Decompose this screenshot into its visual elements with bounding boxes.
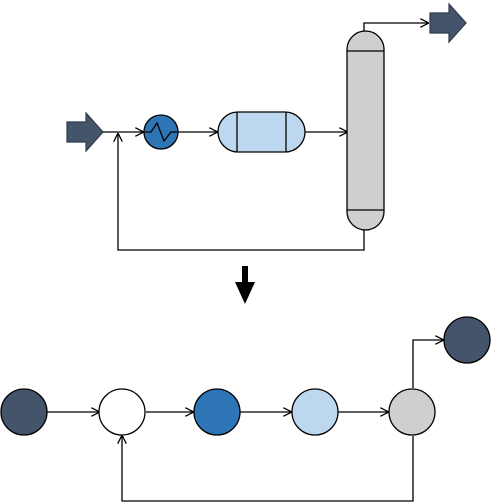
reactor-vessel-icon [217,111,306,153]
down-arrow-icon [235,266,255,304]
process-flow-diagram [66,2,467,251]
node-mixer [98,388,146,436]
heat-exchanger-icon [143,114,179,150]
node-column [388,388,436,436]
feed-arrow-icon [66,111,104,153]
stream-column-to-product [363,23,428,31]
product-arrow-icon [429,2,467,44]
edge-column-recycle-to-mixer [122,436,414,502]
edge-column-to-product [412,340,443,388]
node-feed [0,388,48,436]
node-product [443,316,491,364]
recycle-stream [118,134,365,251]
node-reactor [291,388,339,436]
graph-representation [0,316,491,502]
distillation-column-icon [346,30,385,231]
node-heat-exchanger [193,388,241,436]
